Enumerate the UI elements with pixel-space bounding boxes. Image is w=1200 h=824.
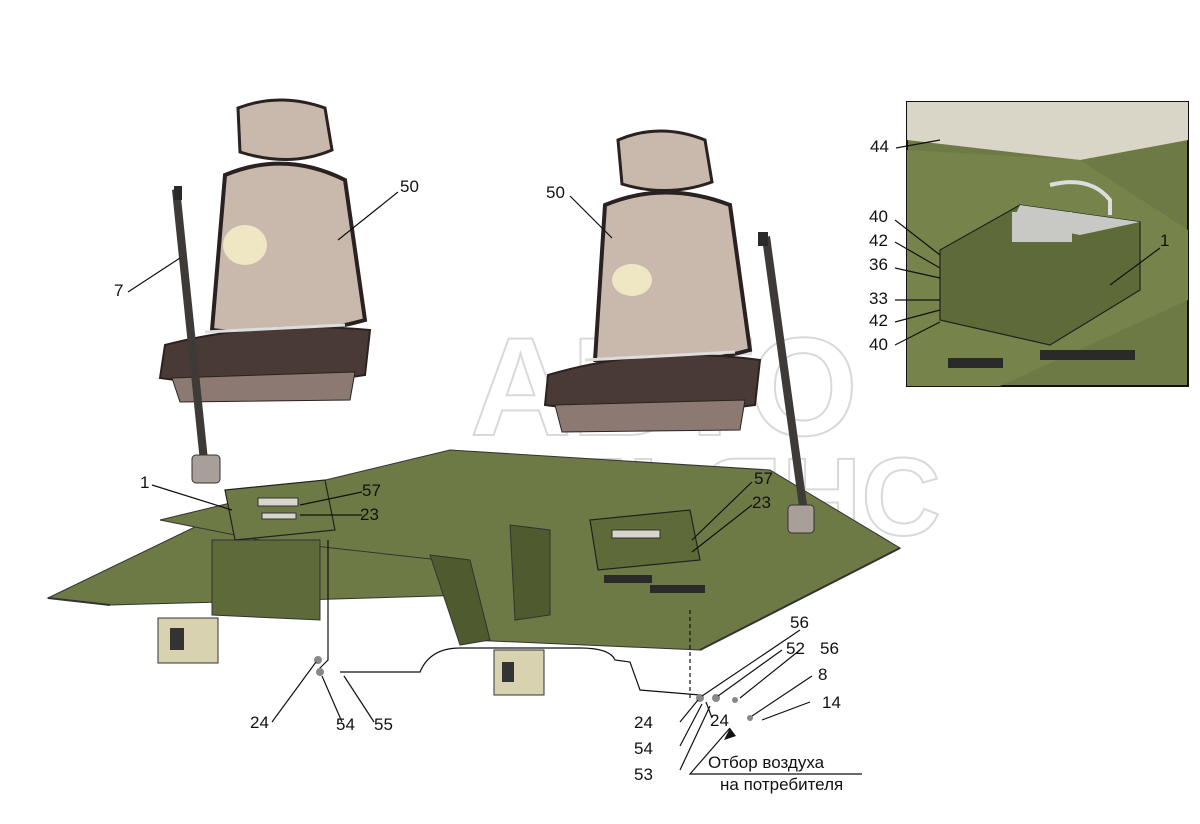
callout-50-right: 50 — [546, 183, 565, 202]
callout-42-bottom: 42 — [869, 311, 888, 330]
right-seat-base — [589, 509, 705, 593]
callout-24-right-a: 24 — [634, 713, 653, 732]
note-line-1: Отбор воздуха — [708, 753, 825, 772]
left-seat-base — [224, 479, 336, 541]
callout-40-bottom: 40 — [869, 335, 888, 354]
callout-labels: 7 50 50 44 40 42 36 33 42 40 1 1 57 23 5… — [114, 137, 1169, 784]
callout-55: 55 — [374, 715, 393, 734]
right-seat-belt — [758, 232, 815, 534]
left-seat-headrest — [236, 98, 334, 161]
callout-54-left: 54 — [336, 715, 355, 734]
callout-1-inset: 1 — [1160, 231, 1169, 250]
cab-floor — [46, 449, 902, 651]
right-seat — [543, 129, 762, 433]
floor-edge — [47, 597, 111, 606]
callout-23-right: 23 — [752, 493, 771, 512]
left-bracket — [157, 617, 219, 664]
callout-56-top: 56 — [790, 613, 809, 632]
callout-1-floor: 1 — [140, 473, 149, 492]
callout-7: 7 — [114, 281, 123, 300]
inset-detail-view — [906, 101, 1189, 387]
callout-24-right-b: 24 — [710, 711, 729, 730]
callout-42-top: 42 — [869, 231, 888, 250]
callout-44: 44 — [870, 137, 889, 156]
left-seat-suspension — [171, 371, 356, 403]
mount-brackets — [157, 617, 545, 696]
air-takeoff-note: Отбор воздуха на потребителя — [708, 753, 843, 794]
right-seat-headrest — [616, 129, 714, 192]
center-bracket — [493, 649, 545, 696]
left-seat — [158, 98, 372, 403]
air-line-main — [340, 647, 701, 696]
floor-tunnel — [429, 554, 491, 646]
callout-57-right: 57 — [754, 469, 773, 488]
callout-57-left: 57 — [362, 481, 381, 500]
callout-54-right: 54 — [634, 739, 653, 758]
callout-50-left: 50 — [400, 177, 419, 196]
callout-40-top: 40 — [869, 207, 888, 226]
callout-36: 36 — [869, 255, 888, 274]
callout-14: 14 — [822, 693, 841, 712]
air-line-left-vertical — [317, 540, 329, 671]
left-seat-belt — [172, 186, 221, 484]
callout-56-right: 56 — [820, 639, 839, 658]
callout-53: 53 — [634, 765, 653, 784]
note-line-2: на потребителя — [720, 775, 843, 794]
right-seat-suspension — [554, 399, 746, 433]
callout-33: 33 — [869, 289, 888, 308]
floor-center-wall — [509, 524, 551, 621]
callout-52: 52 — [786, 639, 805, 658]
floor-left-wall — [211, 539, 321, 621]
callout-24-left: 24 — [250, 713, 269, 732]
callout-8: 8 — [818, 665, 827, 684]
leader-lines — [127, 139, 1161, 775]
floor-edge-right — [699, 547, 901, 651]
callout-23-left: 23 — [360, 505, 379, 524]
